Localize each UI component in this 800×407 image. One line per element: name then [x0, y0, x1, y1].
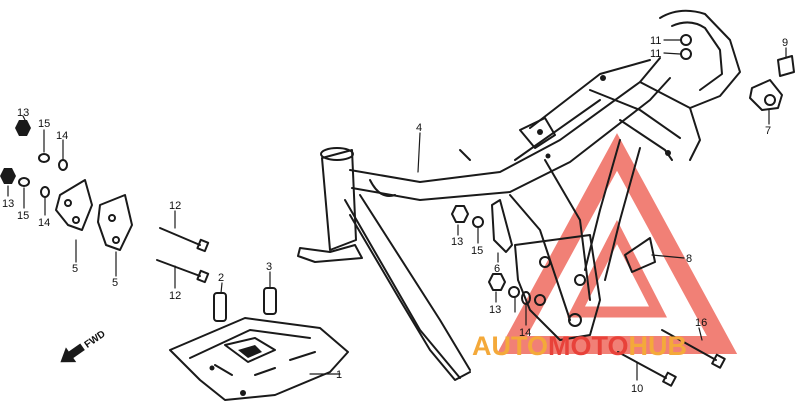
callout-13d: 13 — [489, 304, 501, 316]
callout-11b: 11 — [650, 48, 661, 60]
grommet-11-a — [680, 34, 692, 46]
washer-14-a — [58, 159, 68, 171]
lock-washer-15-c — [472, 216, 484, 228]
washer-14-c — [521, 291, 531, 305]
lock-washer-15-a — [38, 153, 50, 163]
callout-9: 9 — [782, 37, 788, 49]
main-frame — [297, 9, 741, 381]
callout-4: 4 — [416, 122, 422, 134]
callout-6: 6 — [494, 263, 500, 275]
bolt-part-12-upper — [159, 227, 210, 253]
callout-16: 16 — [695, 317, 707, 329]
watermark-triangle-outer — [496, 133, 738, 354]
watermark-text-auto: AUTO — [472, 331, 548, 361]
callout-12b: 12 — [169, 290, 181, 302]
hanger-bracket-5b — [97, 194, 133, 251]
nut-part-13-b — [0, 168, 16, 184]
bolt-part-10 — [617, 351, 677, 387]
callout-8: 8 — [686, 253, 692, 265]
collar-part-2 — [213, 292, 227, 322]
callout-5b: 5 — [112, 277, 118, 289]
hanger-bracket-5a — [55, 179, 93, 231]
callout-2: 2 — [218, 272, 224, 284]
callout-14b: 14 — [38, 217, 50, 229]
watermark-text-hub: HUB — [629, 331, 688, 361]
callout-1: 1 — [336, 369, 342, 381]
label-part-9 — [777, 55, 795, 77]
lock-washer-15-d — [508, 286, 520, 298]
callout-14a: 14 — [56, 130, 68, 142]
callout-10: 10 — [631, 383, 643, 395]
callout-5a: 5 — [72, 263, 78, 275]
plate-part-6 — [491, 199, 513, 253]
collar-part-3 — [263, 287, 277, 315]
cap-part-7 — [749, 79, 783, 111]
lock-washer-15-b — [18, 177, 30, 187]
callout-7: 7 — [765, 125, 771, 137]
watermark-triangle-inner — [567, 219, 667, 318]
callout-11a: 11 — [650, 35, 661, 47]
callout-3: 3 — [266, 261, 272, 273]
nut-part-13-c — [451, 205, 469, 223]
washer-14-b — [40, 186, 50, 198]
bolt-part-12-lower — [156, 259, 210, 284]
callout-14c: 14 — [519, 327, 531, 339]
callout-13a: 13 — [17, 107, 29, 119]
callout-labels: 1 2 3 4 5 5 6 7 8 9 10 11 11 12 12 13 13… — [2, 35, 788, 395]
forward-arrow: FWD — [60, 329, 108, 363]
watermark-text-moto: MOTO — [548, 331, 629, 361]
frame-head-pipe — [321, 149, 357, 251]
callout-15c: 15 — [471, 245, 483, 257]
callout-15b: 15 — [17, 210, 29, 222]
callout-15a: 15 — [38, 118, 50, 130]
bolt-part-16 — [661, 329, 726, 369]
leader-lines — [7, 39, 787, 381]
plate-part-8 — [624, 237, 656, 273]
watermark-logo — [496, 133, 738, 354]
watermark-text: AUTOMOTOHUB — [472, 331, 687, 361]
callout-12a: 12 — [169, 200, 181, 212]
grommet-11-b — [680, 48, 692, 60]
callout-13c: 13 — [451, 236, 463, 248]
skid-plate — [169, 317, 349, 401]
callout-13b: 13 — [2, 198, 14, 210]
nut-part-13-a — [15, 120, 31, 136]
nut-part-13-d — [488, 273, 506, 291]
fwd-label: FWD — [83, 329, 108, 351]
